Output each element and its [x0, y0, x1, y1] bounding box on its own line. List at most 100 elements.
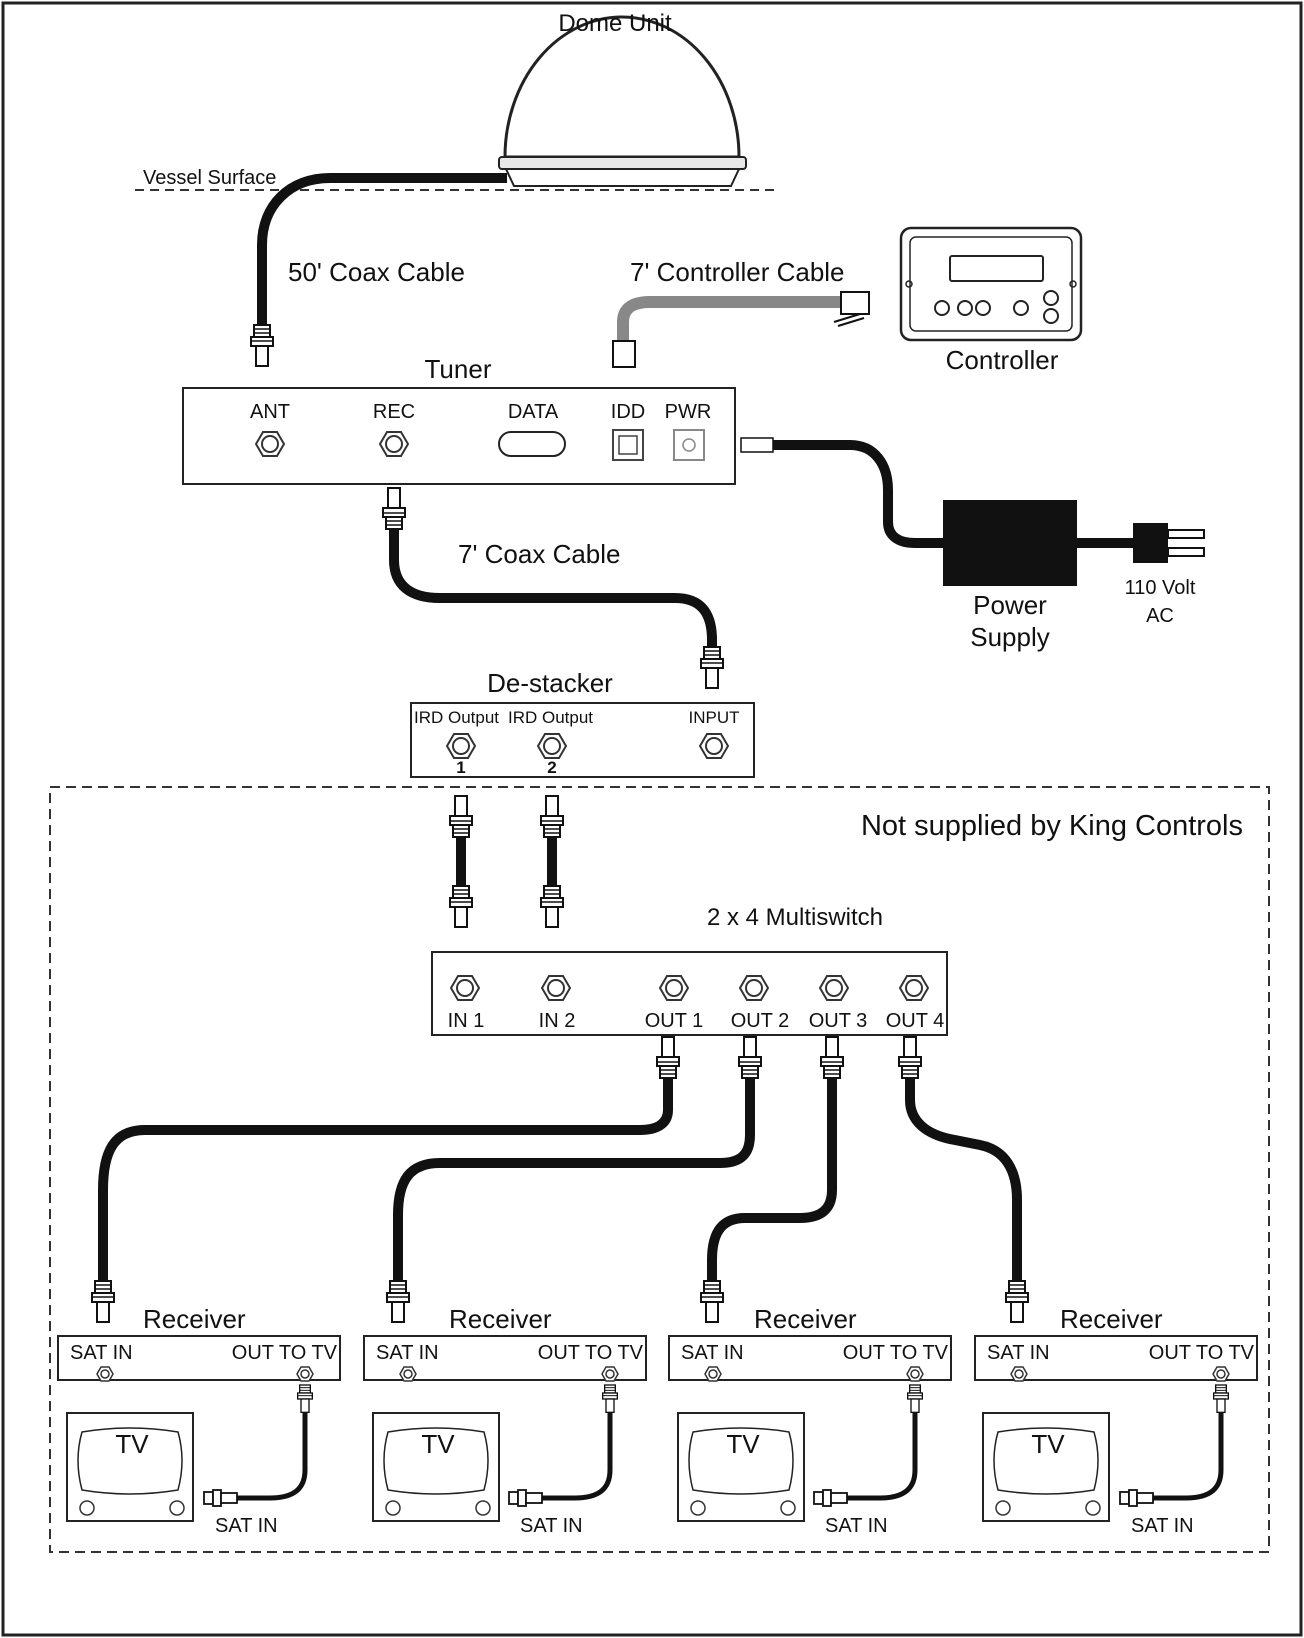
in1-label: IN 1	[448, 1010, 485, 1032]
in1-port[interactable]	[450, 975, 480, 1001]
out4-connector	[898, 1036, 922, 1079]
tv-knob	[995, 1500, 1011, 1516]
tv-knob	[79, 1500, 95, 1516]
in2-port[interactable]	[541, 975, 571, 1001]
sat-in-label: SAT IN	[681, 1342, 744, 1364]
dome-shell	[503, 15, 741, 159]
sat-in-port[interactable]	[399, 1366, 417, 1382]
out1-port[interactable]	[659, 975, 689, 1001]
receiver-3-sat-connector	[700, 1280, 724, 1323]
coax-cable-50ft	[257, 173, 507, 325]
controller-button[interactable]	[1013, 300, 1029, 316]
tv-4: TV SAT IN	[982, 1384, 1229, 1537]
receiver-label: Receiver	[449, 1304, 552, 1334]
controller-button[interactable]	[1043, 290, 1059, 306]
out-to-tv-connector	[907, 1384, 923, 1414]
ird-output-2-port[interactable]	[537, 733, 567, 759]
controller-button[interactable]	[957, 300, 973, 316]
power-plug-tip	[740, 437, 774, 453]
receiver-2-sat-connector	[386, 1280, 410, 1323]
dome-title: Dome Unit	[558, 10, 672, 37]
tv-knob	[690, 1500, 706, 1516]
controller-button[interactable]	[934, 300, 950, 316]
destacker-input-label: INPUT	[689, 708, 740, 727]
coax-out2-cable	[393, 1075, 755, 1285]
tv-sat-in-label: SAT IN	[825, 1515, 888, 1537]
dome-base	[504, 168, 741, 187]
dome-base-ring	[498, 156, 747, 170]
tuner-port-idd-label: IDD	[611, 401, 645, 423]
tuner-label: Tuner	[425, 354, 492, 384]
tv-knob	[1085, 1500, 1101, 1516]
tv-cable	[225, 1405, 308, 1501]
out-to-tv-label: OUT TO TV	[538, 1342, 644, 1364]
sat-in-port[interactable]	[1010, 1366, 1028, 1382]
tv-screen	[993, 1427, 1099, 1495]
receiver-4: Receiver SAT IN OUT TO TV	[974, 1304, 1258, 1382]
receiver-2: Receiver SAT IN OUT TO TV	[363, 1304, 647, 1382]
out-to-tv-connector	[602, 1384, 618, 1414]
destacker-input-port[interactable]	[699, 733, 729, 759]
sat-in-port[interactable]	[704, 1366, 722, 1382]
destacker-output1-number: 1	[456, 758, 465, 777]
tv-knob	[780, 1500, 796, 1516]
controller-button[interactable]	[975, 300, 991, 316]
sat-in-port[interactable]	[96, 1366, 114, 1382]
tv-1: TV SAT IN	[66, 1384, 313, 1537]
tv-sat-connector	[813, 1489, 848, 1507]
ird-output-1-port[interactable]	[446, 733, 476, 759]
out-to-tv-port[interactable]	[1212, 1366, 1230, 1382]
tuner-port-pwr-label: PWR	[665, 401, 712, 423]
receiver-1: Receiver SAT IN OUT TO TV	[57, 1304, 341, 1382]
rec-port[interactable]	[379, 431, 409, 457]
tv-cable	[1141, 1405, 1224, 1501]
not-supplied-region	[49, 786, 1270, 1553]
out2-connector	[738, 1036, 762, 1079]
out-to-tv-port[interactable]	[601, 1366, 619, 1382]
receiver-3: Receiver SAT IN OUT TO TV	[668, 1304, 952, 1382]
sat-in-label: SAT IN	[987, 1342, 1050, 1364]
destacker-label: De-stacker	[487, 668, 613, 698]
out-to-tv-port[interactable]	[296, 1366, 314, 1382]
pwr-port-inner	[682, 438, 696, 452]
tv-3: TV SAT IN	[677, 1384, 923, 1537]
tv-screen	[383, 1427, 489, 1495]
receiver-label: Receiver	[1060, 1304, 1163, 1334]
sat-in-label: SAT IN	[376, 1342, 439, 1364]
coax7-label: 7' Coax Cable	[458, 539, 621, 569]
tv-sat-connector	[508, 1489, 543, 1507]
tv-sat-in-label: SAT IN	[215, 1515, 278, 1537]
coax50-label: 50' Coax Cable	[288, 257, 465, 287]
out3-port[interactable]	[819, 975, 849, 1001]
out-to-tv-label: OUT TO TV	[1149, 1342, 1255, 1364]
destacker-output1-label: IRD Output	[414, 708, 499, 727]
controller-device[interactable]	[899, 226, 1083, 342]
tv-knob	[169, 1500, 185, 1516]
out-to-tv-label: OUT TO TV	[843, 1342, 949, 1364]
controller-button[interactable]	[1043, 308, 1059, 324]
controller-cable-rj-plug	[833, 291, 870, 327]
multiswitch-box	[431, 951, 948, 1036]
tuner-port-ant-label: ANT	[250, 401, 290, 423]
out1-connector	[656, 1036, 680, 1079]
data-port[interactable]	[498, 431, 566, 457]
ant-port[interactable]	[255, 431, 285, 457]
tv-knob	[475, 1500, 491, 1516]
out2-label: OUT 2	[731, 1010, 790, 1032]
out3-label: OUT 3	[809, 1010, 868, 1032]
tv-sat-connector	[203, 1489, 238, 1507]
out-to-tv-connector	[1213, 1384, 1229, 1414]
out-to-tv-port[interactable]	[906, 1366, 924, 1382]
power-cable	[773, 440, 945, 548]
ac-plug	[1133, 523, 1168, 563]
out1-label: OUT 1	[645, 1010, 704, 1032]
power-supply	[943, 500, 1077, 586]
power-supply-label-2: Supply	[970, 622, 1050, 652]
not-supplied-label: Not supplied by King Controls	[861, 810, 1243, 842]
idd-port-inner	[618, 435, 638, 455]
out2-port[interactable]	[739, 975, 769, 1001]
controller-cable-plug	[612, 340, 636, 368]
out4-port[interactable]	[899, 975, 929, 1001]
